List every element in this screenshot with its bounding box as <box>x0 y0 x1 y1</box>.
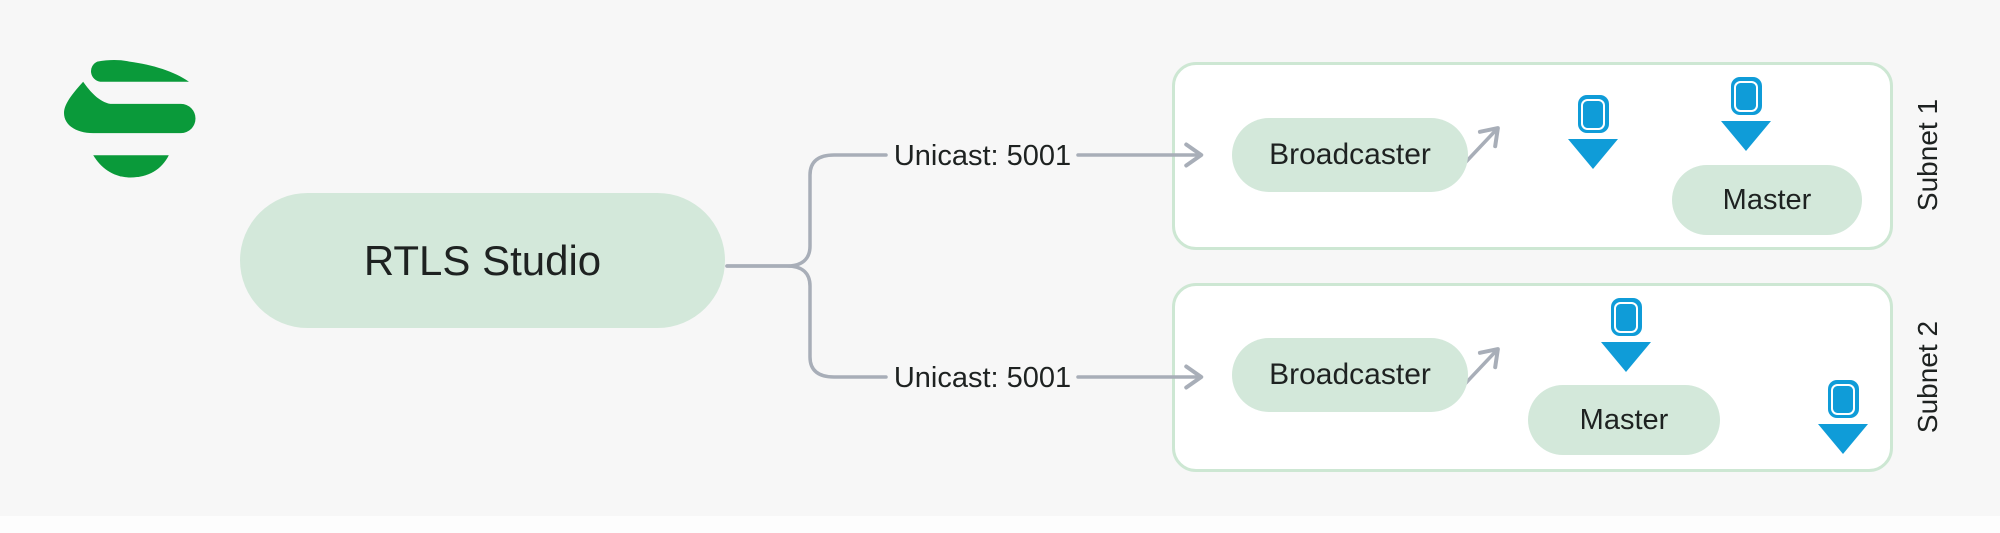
broadcast-arrow-2 <box>1461 347 1500 388</box>
sewio-logo-icon <box>64 60 196 178</box>
unicast-label-1: Unicast: 5001 <box>893 140 1072 172</box>
anchor-tip-icon <box>1601 342 1651 372</box>
master-node-subnet-2: Master <box>1528 385 1720 455</box>
subnet-2-title: Subnet 2 <box>1912 320 1943 434</box>
anchor-tip-icon <box>1818 424 1868 454</box>
anchor-tip-icon <box>1568 139 1618 169</box>
master-node-subnet-1: Master <box>1672 165 1862 235</box>
branch-line-bottom <box>725 264 888 379</box>
anchor-ring <box>1831 383 1855 415</box>
anchor-ring <box>1734 80 1758 112</box>
anchor-icon <box>1600 298 1652 372</box>
anchor-tip-icon <box>1721 121 1771 151</box>
anchor-ring <box>1581 98 1605 130</box>
anchor-body <box>1610 298 1642 336</box>
logo-middle-stripe <box>64 81 196 134</box>
anchor-icon <box>1720 77 1772 151</box>
broadcast-arrow-1 <box>1461 126 1500 167</box>
unicast-label-2: Unicast: 5001 <box>893 362 1072 394</box>
anchor-ring <box>1614 301 1638 333</box>
rtls-studio-node: RTLS Studio <box>240 193 725 328</box>
anchor-body <box>1730 77 1762 115</box>
anchor-icon <box>1567 95 1619 169</box>
anchor-body <box>1827 380 1859 418</box>
branch-line-top <box>725 153 888 268</box>
logo-top-stripe <box>91 60 189 82</box>
broadcaster-node-subnet-2: Broadcaster <box>1232 338 1468 412</box>
anchor-body <box>1577 95 1609 133</box>
anchor-icon <box>1817 380 1869 454</box>
broadcaster-node-subnet-1: Broadcaster <box>1232 118 1468 192</box>
bottom-strip <box>0 516 2000 533</box>
subnet-1-title: Subnet 1 <box>1912 98 1943 212</box>
logo-bottom-stripe <box>93 155 169 178</box>
